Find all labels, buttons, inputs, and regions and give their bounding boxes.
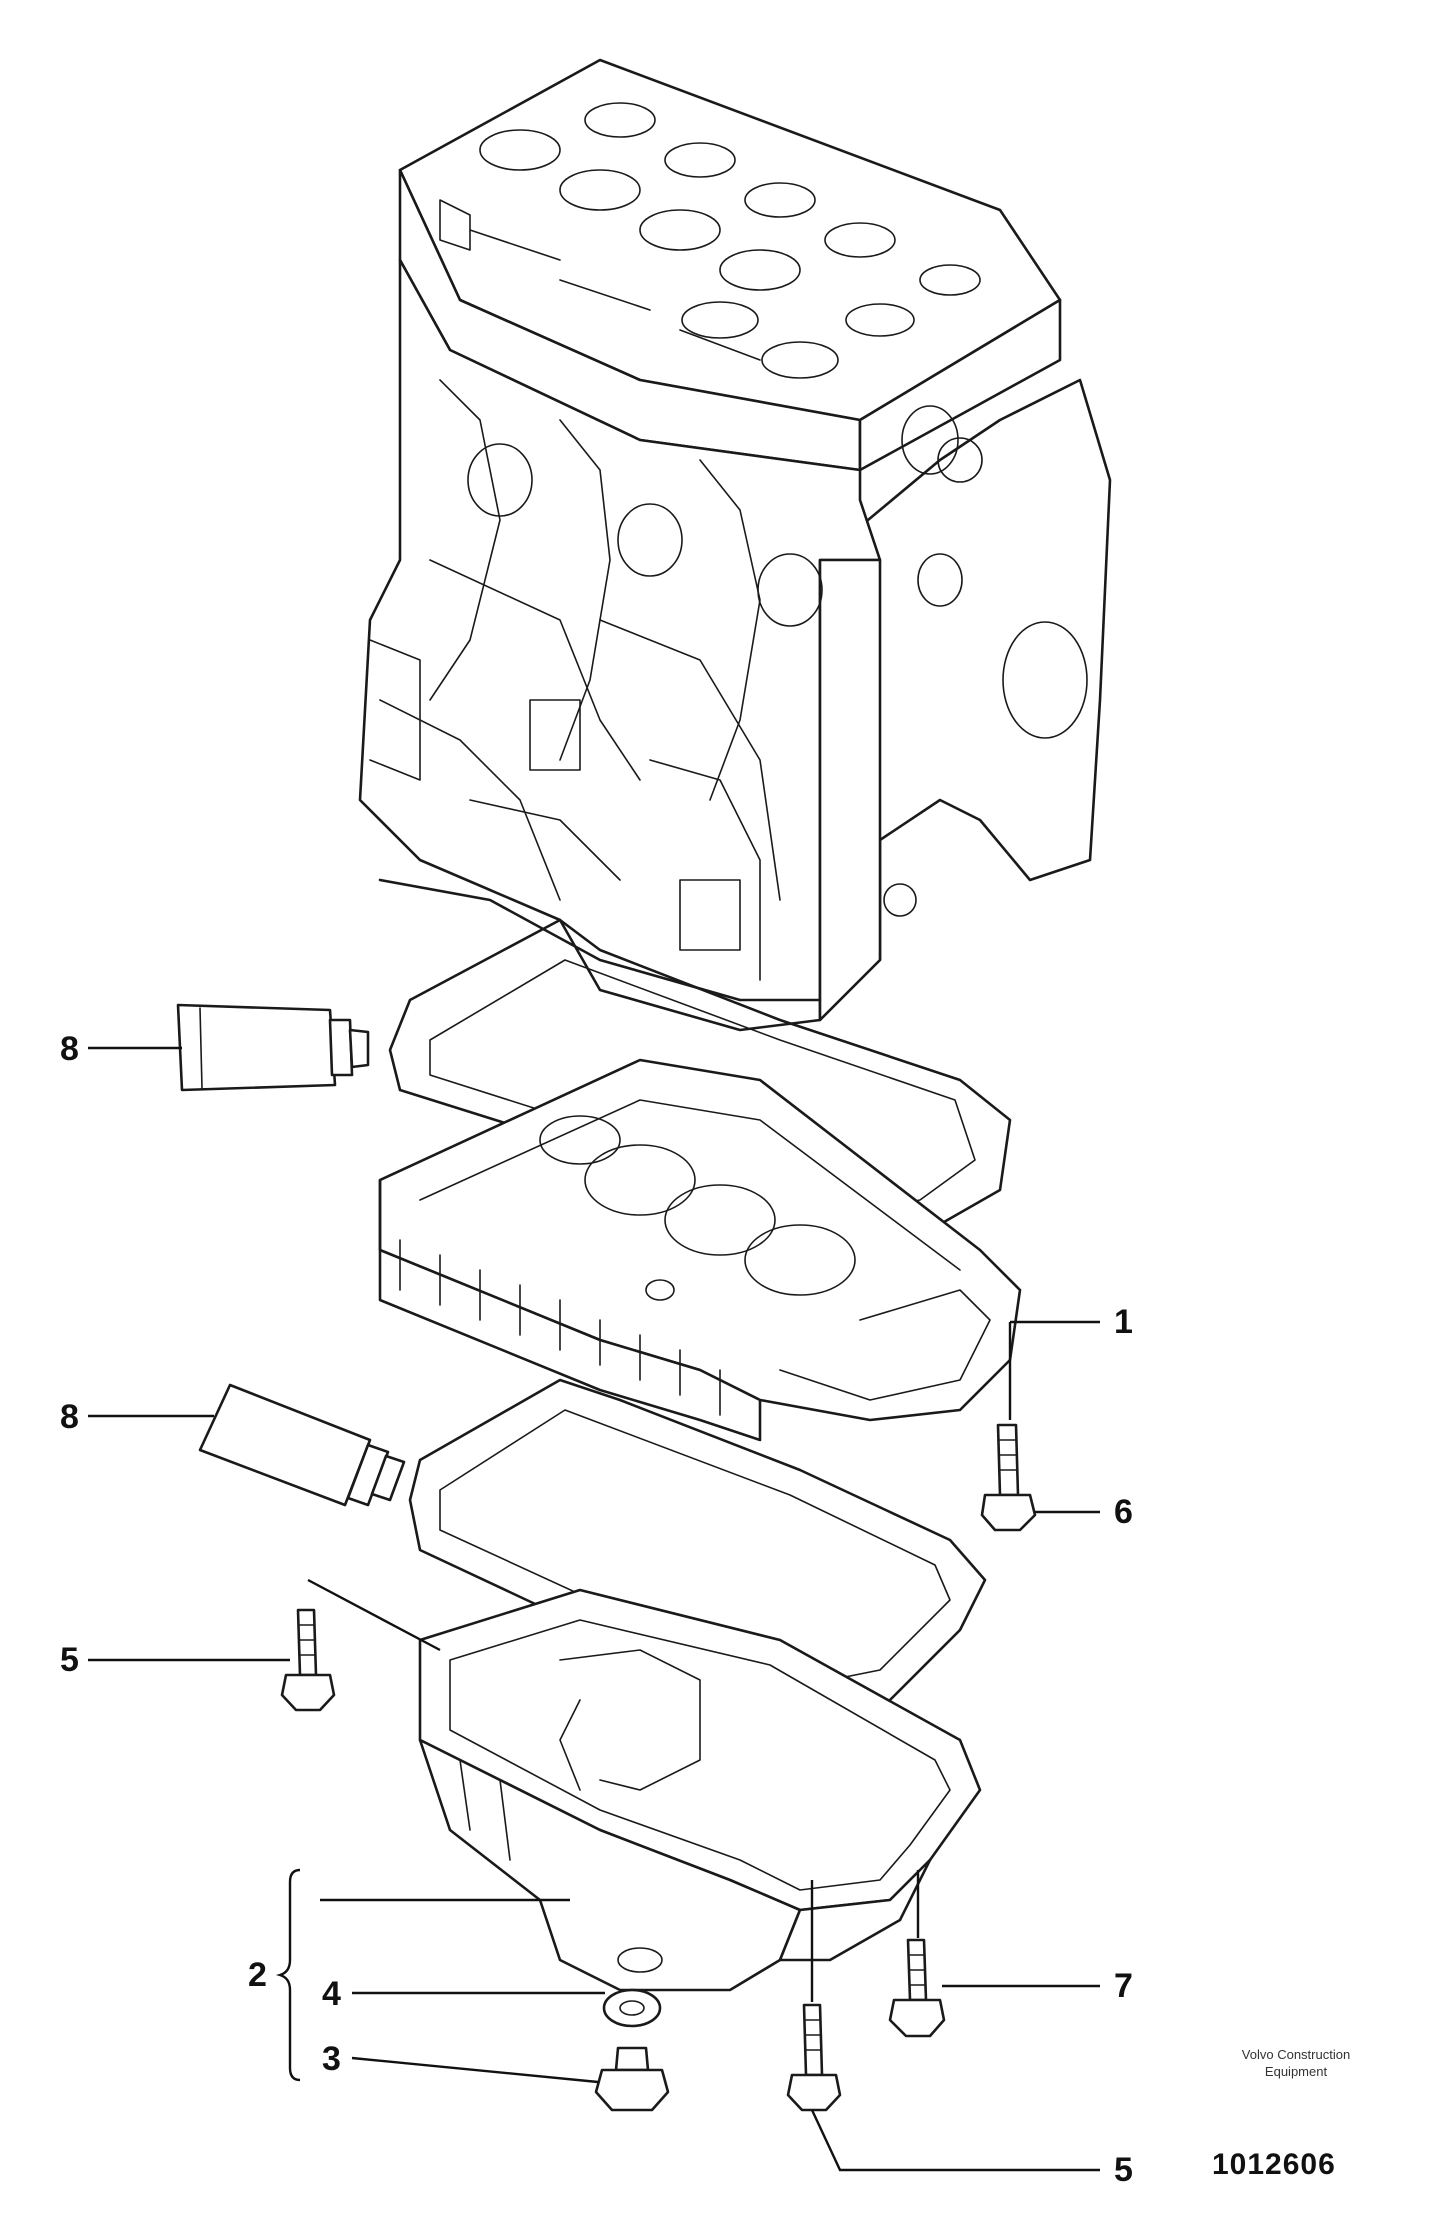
credit-line-2: Equipment	[1264, 2064, 1328, 2079]
callout-7: 7	[1114, 1967, 1133, 2005]
oil-pan	[418, 1588, 982, 1992]
bolt-part-5-lower	[786, 2003, 842, 2112]
washer-part-4	[602, 1988, 662, 2028]
callout-1: 1	[1114, 1303, 1133, 1341]
stiffener-frame	[378, 1058, 1022, 1442]
callout-5-lower: 5	[1114, 2151, 1133, 2189]
callout-4: 4	[322, 1975, 341, 2013]
engine-block	[358, 58, 1112, 1032]
bolt-part-6	[980, 1423, 1037, 1532]
credit-line-1: Volvo Construction	[1241, 2047, 1351, 2062]
callout-8-lower: 8	[60, 1398, 79, 1436]
drain-plug-part-3	[594, 2046, 670, 2112]
callout-3: 3	[322, 2040, 341, 2078]
callout-2: 2	[248, 1956, 267, 1994]
callout-6: 6	[1114, 1493, 1133, 1531]
filter-upper	[176, 1003, 370, 1092]
filter-lower	[198, 1383, 406, 1507]
bolt-part-5-upper	[280, 1608, 336, 1712]
callout-5-upper: 5	[60, 1641, 79, 1679]
bolt-part-7	[888, 1938, 946, 2038]
leader-lines	[88, 1046, 1100, 2172]
callout-8-upper: 8	[60, 1030, 79, 1068]
figure-number: 1012606	[1212, 2148, 1336, 2181]
